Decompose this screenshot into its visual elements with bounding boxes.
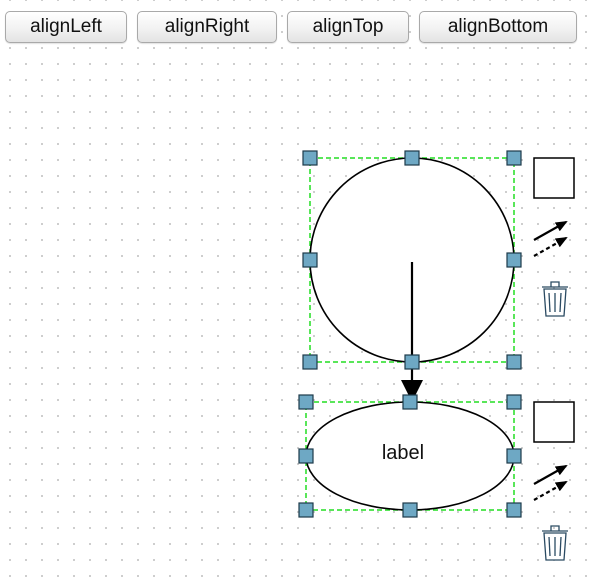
align-top-button[interactable]: alignTop bbox=[287, 11, 409, 43]
resize-handle-nw[interactable] bbox=[298, 394, 314, 410]
resize-handle-se[interactable] bbox=[506, 502, 522, 518]
circle-node-tools bbox=[528, 157, 578, 317]
resize-handle-nw[interactable] bbox=[302, 150, 318, 166]
trash-icon[interactable] bbox=[542, 525, 568, 561]
resize-handle-sw[interactable] bbox=[298, 502, 314, 518]
circle-handles bbox=[302, 150, 522, 370]
resize-handle-se[interactable] bbox=[506, 354, 522, 370]
ellipse-node[interactable]: label bbox=[305, 401, 515, 511]
square-icon[interactable] bbox=[533, 401, 575, 443]
resize-handle-sw[interactable] bbox=[302, 354, 318, 370]
edge-arrowhead bbox=[401, 380, 423, 402]
resize-handle-s[interactable] bbox=[404, 354, 420, 370]
connect-arrows-icon[interactable] bbox=[528, 458, 578, 506]
align-bottom-button[interactable]: alignBottom bbox=[419, 11, 577, 43]
square-icon[interactable] bbox=[533, 157, 575, 199]
resize-handle-w[interactable] bbox=[298, 448, 314, 464]
ellipse-node-tools bbox=[528, 401, 578, 561]
node-label: label bbox=[382, 442, 424, 464]
resize-handle-w[interactable] bbox=[302, 252, 318, 268]
resize-handle-e[interactable] bbox=[506, 448, 522, 464]
trash-icon[interactable] bbox=[542, 281, 568, 317]
resize-handle-n[interactable] bbox=[404, 150, 420, 166]
connect-arrows-icon[interactable] bbox=[528, 214, 578, 262]
align-left-button[interactable]: alignLeft bbox=[5, 11, 127, 43]
resize-handle-s[interactable] bbox=[402, 502, 418, 518]
ellipse-handles bbox=[298, 394, 522, 518]
resize-handle-e[interactable] bbox=[506, 252, 522, 268]
resize-handle-ne[interactable] bbox=[506, 394, 522, 410]
resize-handle-ne[interactable] bbox=[506, 150, 522, 166]
align-right-button[interactable]: alignRight bbox=[137, 11, 277, 43]
resize-handle-n[interactable] bbox=[402, 394, 418, 410]
